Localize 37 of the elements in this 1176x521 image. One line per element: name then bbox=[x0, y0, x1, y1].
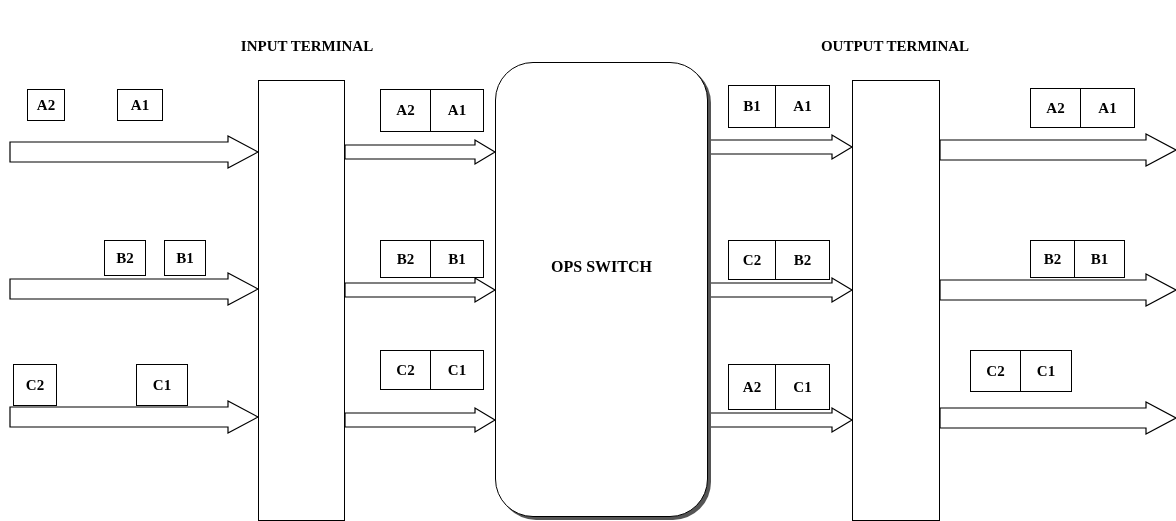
block-arrow bbox=[9, 400, 260, 434]
packet-label: B1 bbox=[430, 240, 484, 278]
packet-label: A1 bbox=[775, 85, 830, 128]
block-arrow bbox=[939, 401, 1176, 435]
packet-label: C2 bbox=[970, 350, 1021, 392]
packet-label: B2 bbox=[380, 240, 431, 278]
block-arrow bbox=[344, 138, 497, 166]
packet-label: A2 bbox=[27, 89, 65, 121]
packet-label: A2 bbox=[1030, 88, 1081, 128]
packet-label: B2 bbox=[775, 240, 830, 280]
packet-label: A1 bbox=[1080, 88, 1135, 128]
switch-box bbox=[495, 62, 708, 517]
packet-label: A2 bbox=[728, 364, 776, 410]
terminal-heading: INPUT TERMINAL bbox=[239, 38, 375, 55]
packet-label: C2 bbox=[13, 364, 57, 406]
packet-label: B2 bbox=[104, 240, 146, 276]
packet-label: C2 bbox=[728, 240, 776, 280]
packet-label: A1 bbox=[430, 89, 484, 132]
packet-label: B2 bbox=[1030, 240, 1075, 278]
packet-label: C1 bbox=[430, 350, 484, 390]
terminal-heading: OUTPUT TERMINAL bbox=[819, 38, 971, 55]
packet-label: A1 bbox=[117, 89, 163, 121]
packet-label: A2 bbox=[380, 89, 431, 132]
packet-label: C1 bbox=[136, 364, 188, 406]
packet-label: C2 bbox=[380, 350, 431, 390]
block-arrow bbox=[344, 406, 497, 434]
packet-label: B1 bbox=[164, 240, 206, 276]
block-arrow bbox=[939, 273, 1176, 307]
block-arrow bbox=[939, 133, 1176, 167]
packet-label: B1 bbox=[728, 85, 776, 128]
block-arrow bbox=[344, 276, 497, 304]
block-arrow bbox=[9, 135, 260, 169]
switch-label: OPS SWITCH bbox=[550, 258, 653, 276]
packet-label: C1 bbox=[1020, 350, 1072, 392]
packet-label: B1 bbox=[1074, 240, 1125, 278]
packet-label: C1 bbox=[775, 364, 830, 410]
block-arrow bbox=[9, 272, 260, 306]
